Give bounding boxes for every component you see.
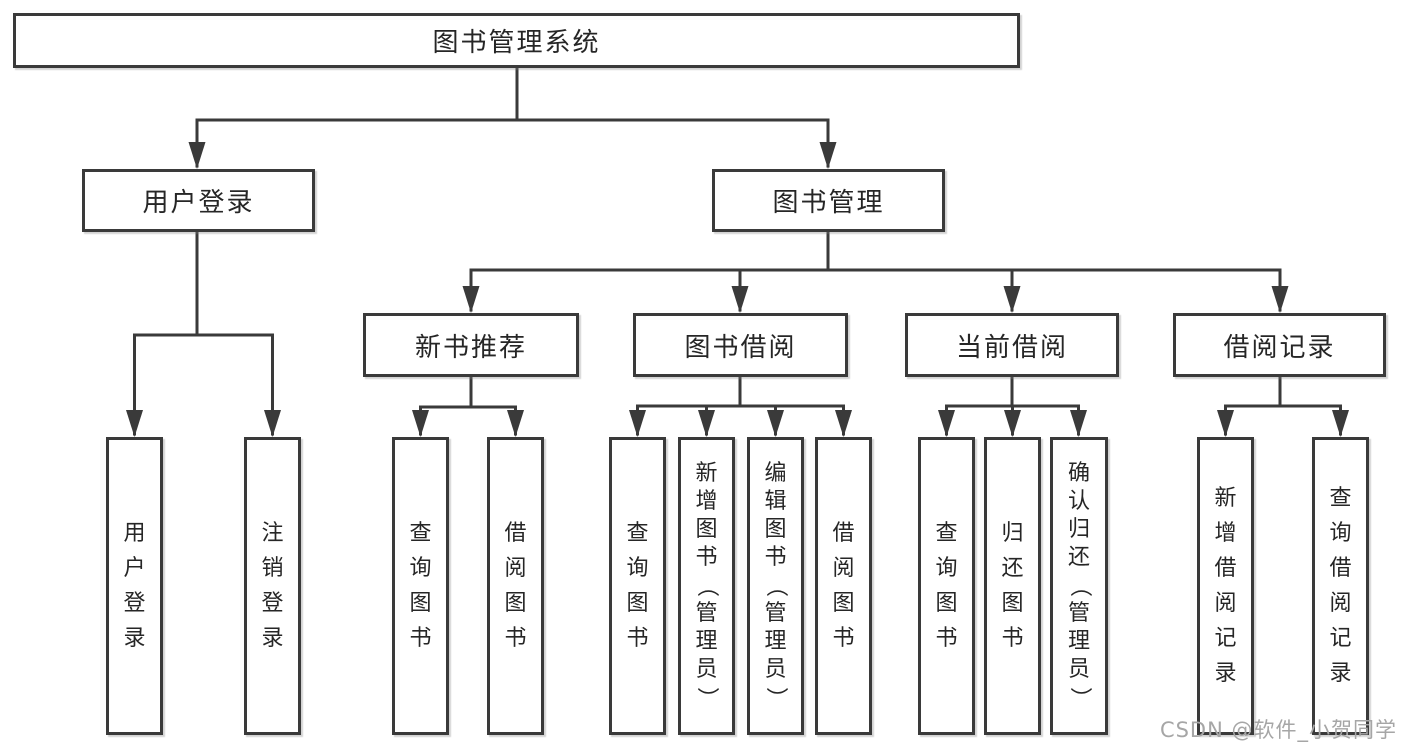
arrowhead [1070, 410, 1087, 437]
edge-new-book-to-leaves [419, 375, 517, 436]
arrowhead [938, 410, 955, 437]
node-leaf-logout-label: 注销登录 [261, 520, 284, 651]
arrowhead [1271, 286, 1289, 313]
node-bb-add-books-label: 新增图书（管理员） [694, 461, 720, 710]
arrowhead [462, 286, 480, 313]
arrowhead [698, 410, 715, 437]
arrowhead [835, 410, 852, 437]
node-borrow-records-label: 借阅记录 [1223, 332, 1336, 363]
node-nb-query-books: 查询图书 [392, 437, 449, 735]
node-root-label: 图书管理系统 [432, 28, 601, 58]
arrowhead [412, 410, 429, 437]
arrowhead [1217, 410, 1234, 437]
arrowhead [264, 410, 281, 437]
node-leaf-logout: 注销登录 [244, 437, 301, 735]
arrowhead [126, 410, 143, 437]
arrowhead [819, 142, 837, 169]
node-nb-query-books-label: 查询图书 [409, 520, 432, 651]
node-nb-borrow-books-label: 借阅图书 [504, 520, 527, 651]
edge-records-to-leaves [1224, 375, 1342, 436]
node-nb-borrow-books: 借阅图书 [487, 437, 544, 735]
node-br-query-record-label: 查询借阅记录 [1329, 485, 1352, 686]
node-user-login-label: 用户登录 [142, 188, 255, 218]
node-new-book-recommend: 新书推荐 [363, 313, 579, 377]
arrowhead [1004, 410, 1021, 437]
node-borrow-records: 借阅记录 [1173, 313, 1386, 377]
node-br-add-record-label: 新增借阅记录 [1214, 485, 1237, 686]
watermark: CSDN @软件_小贺同学 [1159, 718, 1397, 742]
edge-root-to-level2 [195, 66, 830, 168]
node-br-add-record: 新增借阅记录 [1197, 437, 1254, 735]
node-book-borrowing-label: 图书借阅 [684, 332, 797, 363]
node-br-query-record: 查询借阅记录 [1312, 437, 1369, 735]
edge-borrowing-to-leaves [636, 375, 845, 436]
node-user-login: 用户登录 [82, 169, 315, 232]
arrowhead [507, 410, 524, 437]
node-root: 图书管理系统 [13, 13, 1020, 68]
node-current-borrowing: 当前借阅 [905, 313, 1119, 377]
edge-user-login-to-leaves [133, 230, 274, 436]
node-bb-edit-books: 编辑图书（管理员） [747, 437, 804, 735]
arrowhead [731, 286, 749, 313]
node-book-management-label: 图书管理 [772, 188, 885, 218]
node-leaf-user-login-label: 用户登录 [123, 520, 146, 651]
node-bb-borrow-books-label: 借阅图书 [832, 520, 855, 651]
arrowhead [188, 142, 206, 169]
node-cb-confirm-return-label: 确认归还（管理员） [1066, 461, 1092, 710]
node-cb-return-books: 归还图书 [984, 437, 1041, 735]
node-bb-query-books: 查询图书 [609, 437, 666, 735]
node-cb-confirm-return: 确认归还（管理员） [1050, 437, 1108, 735]
node-bb-borrow-books: 借阅图书 [815, 437, 872, 735]
node-current-borrowing-label: 当前借阅 [955, 332, 1068, 363]
arrowheads [126, 142, 1349, 437]
arrowhead [1003, 286, 1021, 313]
node-bb-add-books: 新增图书（管理员） [678, 437, 735, 735]
node-leaf-user-login: 用户登录 [106, 437, 163, 735]
arrowhead [629, 410, 646, 437]
node-bb-query-books-label: 查询图书 [626, 520, 649, 651]
node-cb-query-books-label: 查询图书 [935, 520, 958, 651]
node-book-borrowing: 图书借阅 [633, 313, 848, 377]
arrowhead [1332, 410, 1349, 437]
node-book-management: 图书管理 [712, 169, 945, 232]
node-cb-return-books-label: 归还图书 [1001, 520, 1024, 651]
node-bb-edit-books-label: 编辑图书（管理员） [763, 461, 789, 710]
edge-book-management-to-level3 [469, 230, 1282, 312]
node-cb-query-books: 查询图书 [918, 437, 975, 735]
arrowhead [767, 410, 784, 437]
node-new-book-recommend-label: 新书推荐 [414, 332, 527, 363]
